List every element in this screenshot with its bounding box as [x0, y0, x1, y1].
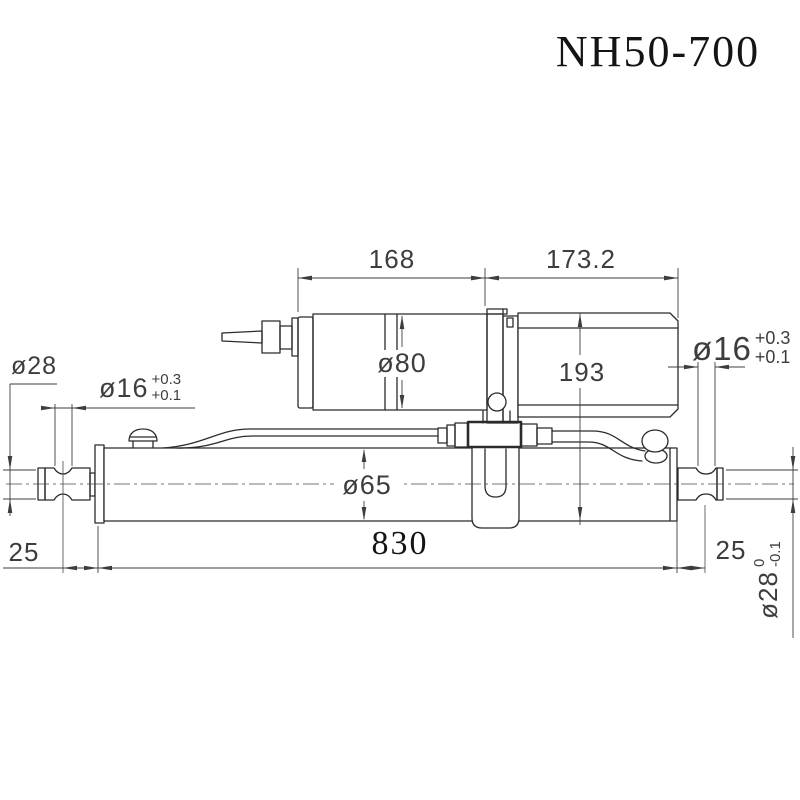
- dim-173-2: 173.2: [545, 244, 617, 274]
- dia16-left-value: ø16: [99, 372, 149, 403]
- dim-193: 193: [551, 359, 613, 385]
- dia28-right-value: ø28: [753, 571, 783, 619]
- dim-dia80: ø80: [368, 350, 436, 377]
- dim-25-right: 25: [715, 535, 747, 565]
- valve-manifold: [466, 420, 523, 449]
- dia28-right-tolerance: 0 -0.1: [750, 541, 784, 568]
- clamp-bracket: [471, 446, 520, 529]
- dim-dia28-left: ø28: [10, 352, 58, 380]
- dim-dia16-left: ø16 +0.3 +0.1: [99, 371, 182, 405]
- motor-assembly: [221, 313, 488, 411]
- dimension-arrows: [7, 275, 796, 571]
- drawing-title: NH50-700: [555, 27, 761, 76]
- dia16-right-value: ø16: [692, 329, 752, 367]
- vent-plug: [128, 428, 158, 449]
- dim-dia28-right: ø28 0 -0.1: [746, 500, 790, 660]
- junction-plates: [482, 308, 519, 424]
- dim-dia16-right: ø16 +0.3 +0.1: [692, 328, 791, 368]
- dim-830: 830: [371, 525, 429, 562]
- dim-168: 168: [368, 244, 416, 274]
- dia16-right-tolerance: +0.3 +0.1: [754, 328, 791, 368]
- dimension-lines: [3, 268, 798, 638]
- dim-25-left: 25: [8, 537, 40, 567]
- dim-dia65: ø65: [334, 472, 400, 499]
- port-plug: [641, 429, 669, 464]
- dia16-left-tolerance: +0.3 +0.1: [151, 371, 182, 405]
- centerlines: [6, 461, 794, 573]
- bolt-hole: [487, 392, 507, 412]
- hydraulic-lines: [162, 420, 669, 464]
